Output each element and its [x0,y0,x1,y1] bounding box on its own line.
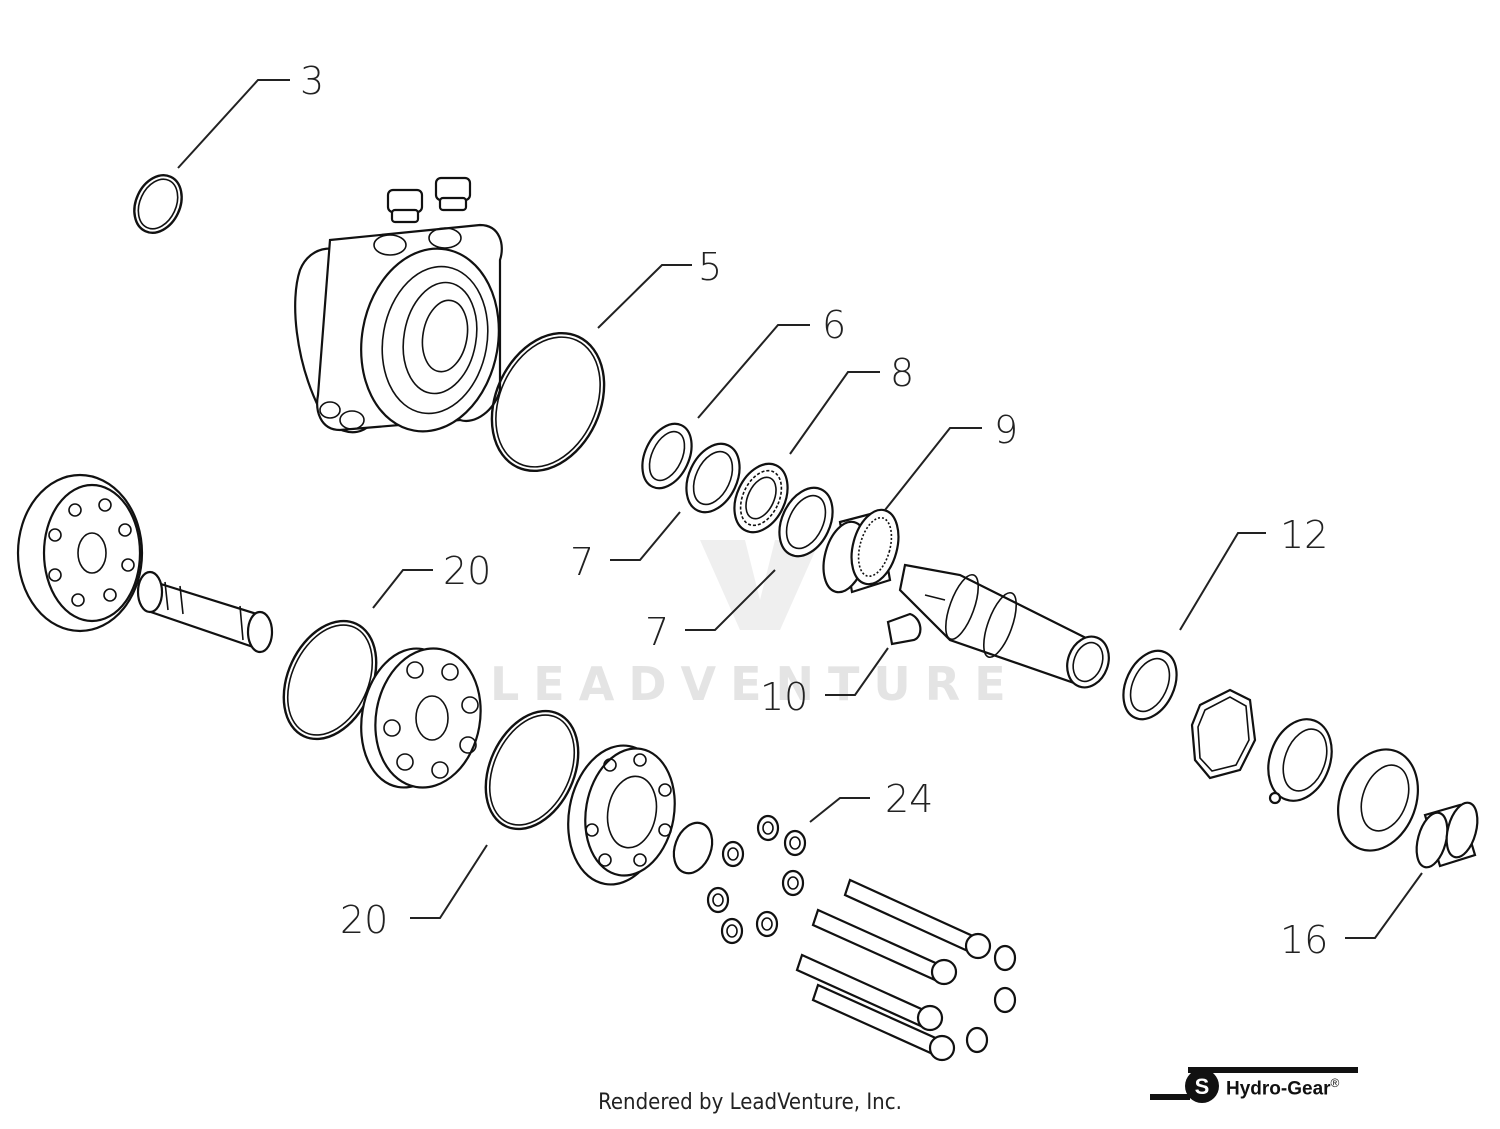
callout-7-upper[interactable]: 7 [570,540,594,584]
brand-name-text: Hydro-Gear [1226,1078,1331,1100]
part-24-washers[interactable] [706,814,807,945]
part-16-bearing[interactable] [1411,799,1483,870]
callout-7-lower[interactable]: 7 [645,610,669,654]
gerotor-set[interactable] [351,640,492,796]
callout-5[interactable]: 5 [698,245,722,289]
part-7-washer-b[interactable] [769,479,843,565]
brand-reg-mark: ® [1330,1076,1340,1090]
hydro-gear-logo-mark: S [1150,1067,1358,1103]
watermark: LEADVENTURE [490,540,1020,711]
rear-seal-carrier[interactable] [1257,710,1342,809]
callout-labels: 3 5 6 8 9 7 7 12 20 10 24 20 16 [300,59,1328,962]
part-9-needle-bearing[interactable] [816,505,906,597]
part-20-o-ring-b[interactable] [468,696,597,844]
callout-12[interactable]: 12 [1280,513,1328,557]
callout-10[interactable]: 10 [760,675,808,719]
hydro-gear-logo: S Hydro-Gear® [1150,1064,1365,1106]
callout-16[interactable]: 16 [1280,918,1328,962]
part-10-key[interactable] [886,612,922,646]
end-cover[interactable] [16,473,144,633]
bolts[interactable] [795,878,1017,1062]
part-5-o-ring[interactable] [470,315,625,489]
callout-9[interactable]: 9 [994,408,1018,452]
valve-plate[interactable] [558,738,685,893]
callout-3[interactable]: 3 [300,59,324,103]
part-12-washer[interactable] [1113,642,1187,728]
logo-letter: S [1195,1074,1210,1099]
part-8-thrust-bearing[interactable] [724,455,798,541]
spline-coupler[interactable] [136,570,274,654]
callout-6[interactable]: 6 [822,303,846,347]
plug-disc[interactable] [667,817,719,878]
output-shaft[interactable] [898,563,1116,693]
rear-bearing-cage[interactable] [1325,738,1432,862]
rear-gasket[interactable] [1190,688,1257,780]
part-3-snap-ring[interactable] [125,168,190,241]
part-6-seal[interactable] [633,416,702,496]
leader-lines [177,79,1423,939]
callout-20-upper[interactable]: 20 [443,549,491,593]
callout-24[interactable]: 24 [885,777,933,821]
callout-20-lower[interactable]: 20 [340,898,388,942]
brand-name: Hydro-Gear® [1226,1076,1339,1100]
watermark-text: LEADVENTURE [490,657,1020,711]
callout-8[interactable]: 8 [890,351,914,395]
motor-housing[interactable] [294,176,513,442]
footer-credit: Rendered by LeadVenture, Inc. [598,1090,902,1115]
part-7-washer-a[interactable] [676,435,750,521]
